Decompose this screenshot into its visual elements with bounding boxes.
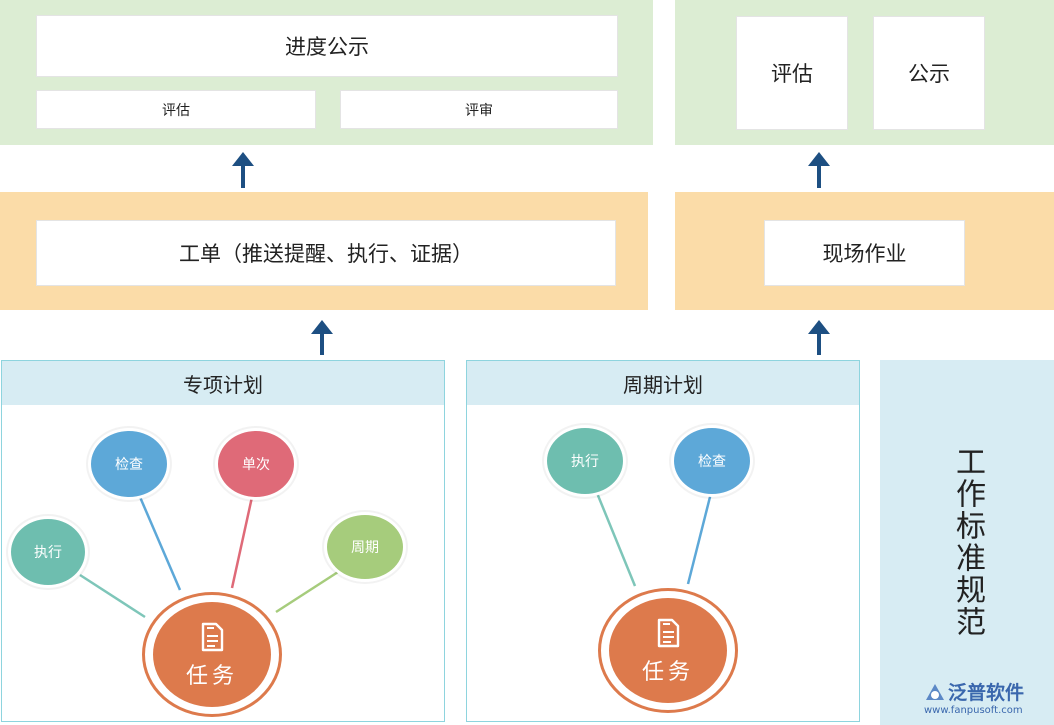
connector-exec bbox=[79, 573, 146, 619]
bubble-period: 周期 bbox=[324, 512, 406, 582]
connector-check bbox=[138, 496, 182, 591]
bubble-execute: 执行 bbox=[8, 516, 88, 588]
logo-icon bbox=[926, 684, 944, 700]
connector-once bbox=[230, 496, 254, 589]
arrow-up-icon bbox=[808, 152, 830, 188]
progress-public-box: 进度公示 bbox=[36, 15, 618, 77]
periodic-plan-header: 周期计划 bbox=[467, 361, 859, 405]
task-label-periodic: 任务 bbox=[641, 659, 694, 685]
arrow-up-icon bbox=[311, 320, 333, 355]
watermark: 泛普软件 www.fanpusoft.com bbox=[922, 678, 1050, 722]
standard-spec-label: 工作标准规范 bbox=[950, 446, 985, 638]
brand-name: 泛普软件 bbox=[948, 682, 1025, 704]
document-icon bbox=[201, 622, 224, 651]
right-public-box: 公示 bbox=[873, 16, 985, 130]
arrow-up-icon bbox=[808, 320, 830, 355]
right-evaluate-box: 评估 bbox=[736, 16, 848, 130]
arrow-up-icon bbox=[232, 152, 254, 188]
bubble-check-periodic: 检查 bbox=[671, 425, 753, 497]
work-order-box: 工单（推送提醒、执行、证据） bbox=[36, 220, 616, 286]
connector-exec-2 bbox=[595, 492, 637, 587]
bubble-execute-periodic: 执行 bbox=[544, 425, 626, 497]
review-box: 评审 bbox=[340, 90, 618, 129]
evaluate-box: 评估 bbox=[36, 90, 316, 129]
document-icon bbox=[657, 618, 680, 647]
connector-check-2 bbox=[686, 492, 713, 585]
special-plan-header: 专项计划 bbox=[2, 361, 444, 405]
task-node: 任务 bbox=[142, 592, 282, 717]
connector-period bbox=[275, 570, 339, 614]
task-node-periodic: 任务 bbox=[598, 588, 738, 713]
bubble-once: 单次 bbox=[215, 428, 297, 500]
bubble-check: 检查 bbox=[88, 428, 170, 500]
standard-spec-band: 工作标准规范 bbox=[880, 360, 1054, 725]
task-label: 任务 bbox=[185, 663, 238, 689]
field-work-box: 现场作业 bbox=[764, 220, 965, 286]
brand-url: www.fanpusoft.com bbox=[924, 705, 1023, 716]
